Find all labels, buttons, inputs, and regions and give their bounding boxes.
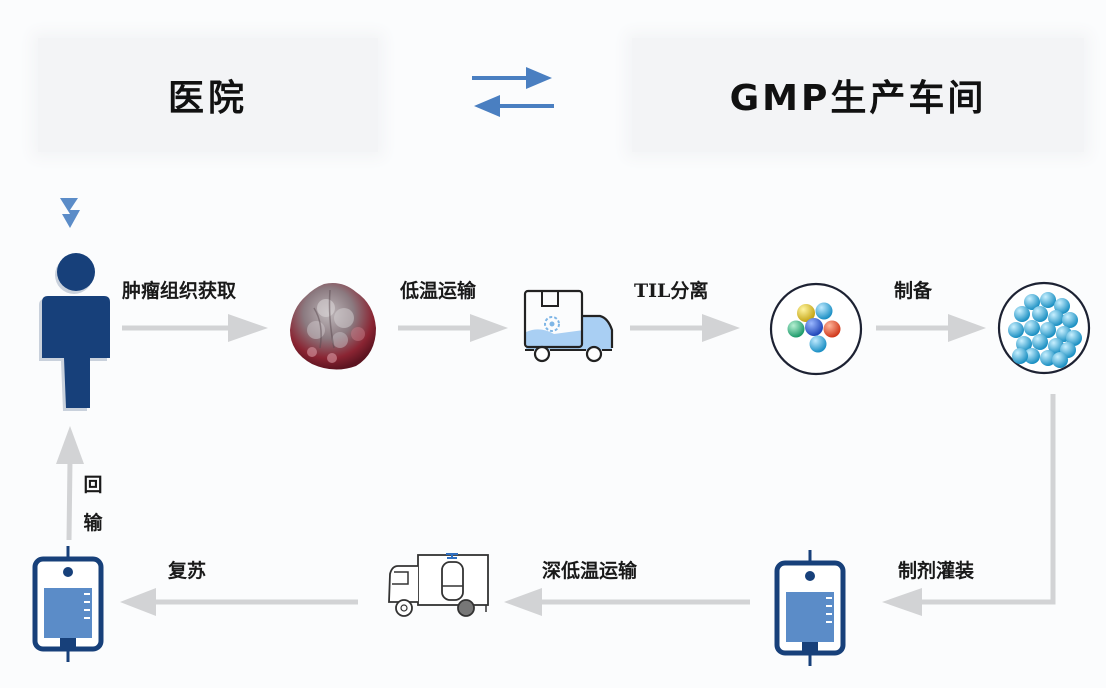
down-chevron-icon bbox=[60, 198, 80, 228]
step-thaw-label: 复苏 bbox=[168, 560, 207, 582]
cryogenic-truck-icon bbox=[388, 553, 489, 617]
flow-arrow-right bbox=[122, 314, 268, 342]
gmp-workshop-label: GMP生产车间 bbox=[729, 78, 987, 119]
hospital-label: 医院 bbox=[167, 78, 248, 119]
cell bbox=[1014, 306, 1030, 322]
flow-arrow-right bbox=[630, 314, 740, 342]
hospital-box: 医院 bbox=[38, 38, 378, 152]
step-til-isolation-label: TIL分离 bbox=[634, 280, 709, 302]
step-reinfusion-label: 回输 bbox=[83, 474, 103, 534]
snowflake-icon bbox=[544, 316, 560, 332]
bidirectional-arrows-icon bbox=[472, 67, 554, 117]
cell bbox=[1054, 298, 1070, 314]
cell bbox=[1040, 322, 1056, 338]
cell bbox=[1008, 322, 1024, 338]
flow-arrow-up bbox=[56, 426, 84, 541]
flow-arrow-right bbox=[398, 314, 508, 342]
cell bbox=[1024, 348, 1040, 364]
step-cold-transport-label: 低温运输 bbox=[400, 280, 477, 302]
cell bbox=[1048, 310, 1064, 326]
gmp-workshop-box: GMP生产车间 bbox=[632, 38, 1084, 152]
cell bbox=[1062, 312, 1078, 328]
flow-connector-down-left bbox=[882, 394, 1056, 616]
infusion-bag-icon bbox=[32, 546, 104, 662]
cell bbox=[1024, 294, 1040, 310]
cell bbox=[1040, 350, 1056, 366]
cell bbox=[1032, 306, 1048, 322]
gas-cylinder-icon bbox=[441, 553, 464, 601]
step-preparation-label: 制备 bbox=[894, 280, 933, 302]
step-formulation-filling-label: 制剂灌装 bbox=[898, 560, 975, 582]
flow-arrow-right bbox=[876, 314, 986, 342]
refrigerated-truck-icon bbox=[523, 289, 614, 363]
cell bbox=[1052, 352, 1068, 368]
step-tumor-collection-label: 肿瘤组织获取 bbox=[122, 280, 237, 302]
cell bbox=[1012, 348, 1028, 364]
mixed-cells-dish-icon bbox=[769, 282, 863, 376]
step-deep-cold-transport-label: 深低温运输 bbox=[542, 560, 638, 582]
cell bbox=[1032, 334, 1048, 350]
person-icon bbox=[39, 253, 110, 411]
tumor-tissue-icon bbox=[290, 283, 376, 370]
cell bbox=[1040, 292, 1056, 308]
infusion-bag-icon bbox=[774, 550, 846, 666]
expanded-cells-dish-icon bbox=[997, 281, 1091, 375]
flow-arrow-left bbox=[120, 588, 358, 616]
flow-arrow-left bbox=[504, 588, 750, 616]
cell bbox=[1024, 320, 1040, 336]
cell bbox=[1066, 330, 1082, 346]
